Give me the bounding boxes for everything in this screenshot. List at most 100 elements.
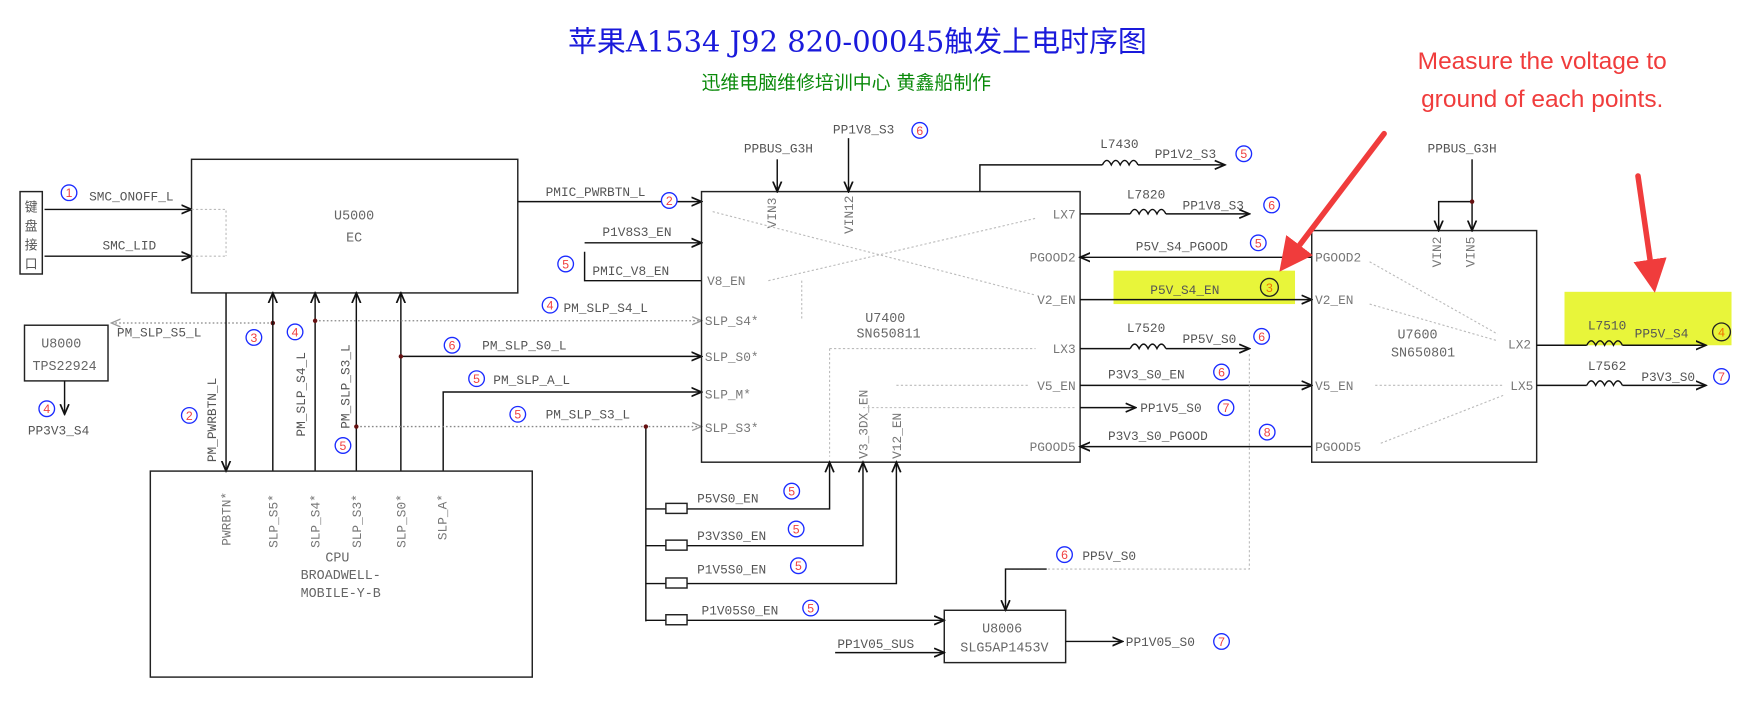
signal-p1v05s0-en: P1V05S0_EN <box>702 604 779 619</box>
chip-u7600: U7600 SN650801 PGOOD2 V2_EN V5_EN PGOOD5… <box>1311 229 1538 463</box>
step-badge: 6 <box>911 121 929 139</box>
signal-pp1v8-s3: PP1V8_S3 <box>1183 198 1244 213</box>
svg-text:键: 键 <box>25 201 38 216</box>
svg-text:LX5: LX5 <box>1510 379 1533 394</box>
inductor-l7430-ref: L7430 <box>1100 137 1138 152</box>
svg-text:SLP_S3*: SLP_S3* <box>705 421 759 436</box>
svg-text:口: 口 <box>25 257 38 272</box>
step-badge: 6 <box>1056 546 1073 564</box>
step-badge: 4 <box>286 323 304 341</box>
svg-text:5: 5 <box>340 439 347 453</box>
signal-ppbus-g3h-2: PPBUS_G3H <box>1428 142 1497 157</box>
svg-text:5: 5 <box>1255 236 1262 250</box>
step-badge: 6 <box>1263 196 1281 214</box>
step-badge: 4 <box>38 400 56 418</box>
svg-text:SLG5AP1453V: SLG5AP1453V <box>960 641 1048 656</box>
svg-text:7: 7 <box>1718 370 1725 384</box>
step-badge: 5 <box>557 255 575 273</box>
red-arrow-icon <box>1633 173 1667 293</box>
svg-text:VIN5: VIN5 <box>1463 237 1478 268</box>
signal-pm-slp-a: PM_SLP_A_L <box>493 373 570 388</box>
step-badge: 5 <box>1235 145 1253 163</box>
svg-text:6: 6 <box>1061 548 1068 562</box>
svg-text:5: 5 <box>795 559 802 573</box>
svg-text:6: 6 <box>916 124 923 138</box>
svg-text:V2_EN: V2_EN <box>1315 293 1353 308</box>
svg-text:6: 6 <box>1258 330 1265 344</box>
svg-text:MOBILE-Y-B: MOBILE-Y-B <box>301 587 381 602</box>
step-badge: 5 <box>468 370 486 388</box>
svg-text:6: 6 <box>1218 365 1225 379</box>
highlight-p5v-s4-en <box>1113 270 1296 305</box>
step-badge: 2 <box>180 406 198 424</box>
signal-pp1v05-sus: PP1V05_SUS <box>837 637 914 652</box>
inductor-l7562-ref: L7562 <box>1588 359 1626 374</box>
svg-text:1: 1 <box>66 186 73 200</box>
svg-text:VIN2: VIN2 <box>1430 237 1445 268</box>
signal-pmic-pwrbtn: PMIC_PWRBTN_L <box>546 185 646 200</box>
svg-text:5: 5 <box>473 372 480 386</box>
svg-text:V2_EN: V2_EN <box>1037 293 1075 308</box>
signal-p3v3-s0: P3V3_S0 <box>1641 370 1695 385</box>
signal-pm-slp-s3-vertical: PM_SLP_S3_L <box>339 344 354 428</box>
chip-cpu: PWRBTN* SLP_S5* SLP_S4* SLP_S3* SLP_S0* … <box>149 470 533 678</box>
highlight-pp5v-s4 <box>1564 291 1732 346</box>
svg-text:接: 接 <box>25 237 38 253</box>
inductor-l7820-ref: L7820 <box>1127 187 1165 202</box>
signal-p5v-s4-pgood: P5V_S4_PGOOD <box>1136 240 1228 255</box>
step-badge: 6 <box>1213 363 1230 381</box>
svg-text:U7600: U7600 <box>1397 329 1437 344</box>
svg-text:PGOOD2: PGOOD2 <box>1030 251 1076 266</box>
svg-text:TPS22924: TPS22924 <box>33 360 97 375</box>
svg-text:V5_EN: V5_EN <box>1037 379 1075 394</box>
signal-pm-slp-s5: PM_SLP_S5_L <box>117 325 201 340</box>
inductor-l7430-icon <box>1101 159 1139 167</box>
svg-text:SLP_S4*: SLP_S4* <box>705 314 759 329</box>
resistor-network <box>645 462 944 625</box>
signal-pp5v-s0: PP5V_S0 <box>1183 332 1237 347</box>
svg-text:U5000: U5000 <box>334 209 374 224</box>
step-badge: 5 <box>334 437 352 454</box>
keyboard-connector: 键 盘 接 口 <box>19 190 44 275</box>
svg-text:U8000: U8000 <box>41 337 81 352</box>
svg-text:SLP_S0*: SLP_S0* <box>394 494 409 548</box>
inductor-l7510-ref: L7510 <box>1588 319 1626 334</box>
svg-text:3: 3 <box>1266 281 1273 295</box>
step-badge: 5 <box>509 405 527 423</box>
signal-p1v8s3-en: P1V8S3_EN <box>602 225 671 240</box>
svg-text:5: 5 <box>807 602 814 616</box>
signal-ppbus-g3h-1: PPBUS_G3H <box>744 142 813 157</box>
svg-text:7: 7 <box>1218 635 1225 649</box>
step-badge: 7 <box>1713 367 1730 385</box>
svg-text:LX3: LX3 <box>1053 342 1076 357</box>
svg-text:5: 5 <box>514 408 521 422</box>
svg-text:LX7: LX7 <box>1053 207 1076 222</box>
svg-text:SLP_S5*: SLP_S5* <box>266 494 281 548</box>
step-badge: 6 <box>443 336 461 354</box>
signal-p5v-s4-en: P5V_S4_EN <box>1150 283 1219 298</box>
svg-text:EC: EC <box>346 232 362 247</box>
step-badge: 7 <box>1217 399 1235 417</box>
signal-pp1v05-s0: PP1V05_S0 <box>1126 635 1195 650</box>
signal-p3v3-s0-pgood: P3V3_S0_PGOOD <box>1108 429 1208 444</box>
inductor-l7562-icon <box>1586 380 1624 387</box>
svg-text:LX2: LX2 <box>1508 338 1531 353</box>
signal-p3v3s0-en: P3V3S0_EN <box>697 529 766 544</box>
svg-text:2: 2 <box>666 194 673 208</box>
diagram-title: 苹果A1534 J92 820-00045触发上电时序图 <box>568 24 1147 58</box>
inductor-l7520-ref: L7520 <box>1127 321 1165 336</box>
svg-text:SN650811: SN650811 <box>857 327 921 342</box>
signal-pm-slp-s4-vertical: PM_SLP_S4_L <box>294 352 309 436</box>
signal-pp3v3-s4: PP3V3_S4 <box>28 423 90 438</box>
step-badge: 3 <box>1259 277 1279 297</box>
svg-text:6: 6 <box>1268 198 1275 212</box>
inductor-l7520-icon <box>1129 343 1167 351</box>
annotation-line-1: Measure the voltage to <box>1418 48 1667 75</box>
signal-p1v5s0-en: P1V5S0_EN <box>697 563 766 578</box>
step-badge: 4 <box>541 296 559 314</box>
signal-pp5v-s4: PP5V_S4 <box>1635 326 1689 341</box>
svg-text:盘: 盘 <box>25 219 38 235</box>
signal-pp1v5-s0: PP1V5_S0 <box>1140 401 1201 416</box>
signal-p3v3-s0-en: P3V3_S0_EN <box>1108 368 1185 383</box>
